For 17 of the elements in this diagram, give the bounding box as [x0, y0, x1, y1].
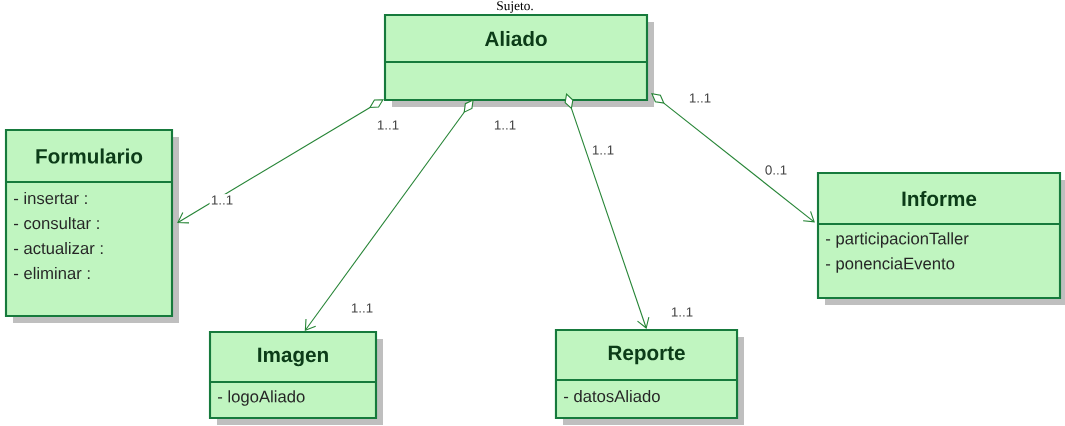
class-box: Aliado	[383, 13, 654, 107]
class-box: Informe - participacionTaller - ponenciaEvento	[816, 171, 1065, 305]
aggregation-arrow	[651, 93, 815, 223]
multiplicity-label: 1..1	[689, 93, 711, 103]
multiplicity-label: 0..1	[763, 163, 789, 177]
multiplicity-label: 1..1	[209, 194, 235, 206]
multiplicity-label: 1..1	[349, 302, 375, 314]
aggregation-arrow	[177, 99, 384, 224]
multiplicity-label: 1..1	[592, 145, 614, 155]
multiplicity-label: 1..1	[494, 120, 516, 130]
aggregation-arrow	[304, 99, 474, 331]
class-box: Formulario - insertar : - consultar : - actualizar : - eliminar :	[4, 128, 179, 323]
aggregation-arrow	[564, 93, 650, 329]
class-box: Reporte - datosAliado	[554, 328, 744, 425]
multiplicity-label: 1..1	[377, 120, 399, 130]
multiplicity-label: 1..1	[669, 306, 695, 318]
class-box: Imagen - logoAliado	[208, 330, 383, 425]
